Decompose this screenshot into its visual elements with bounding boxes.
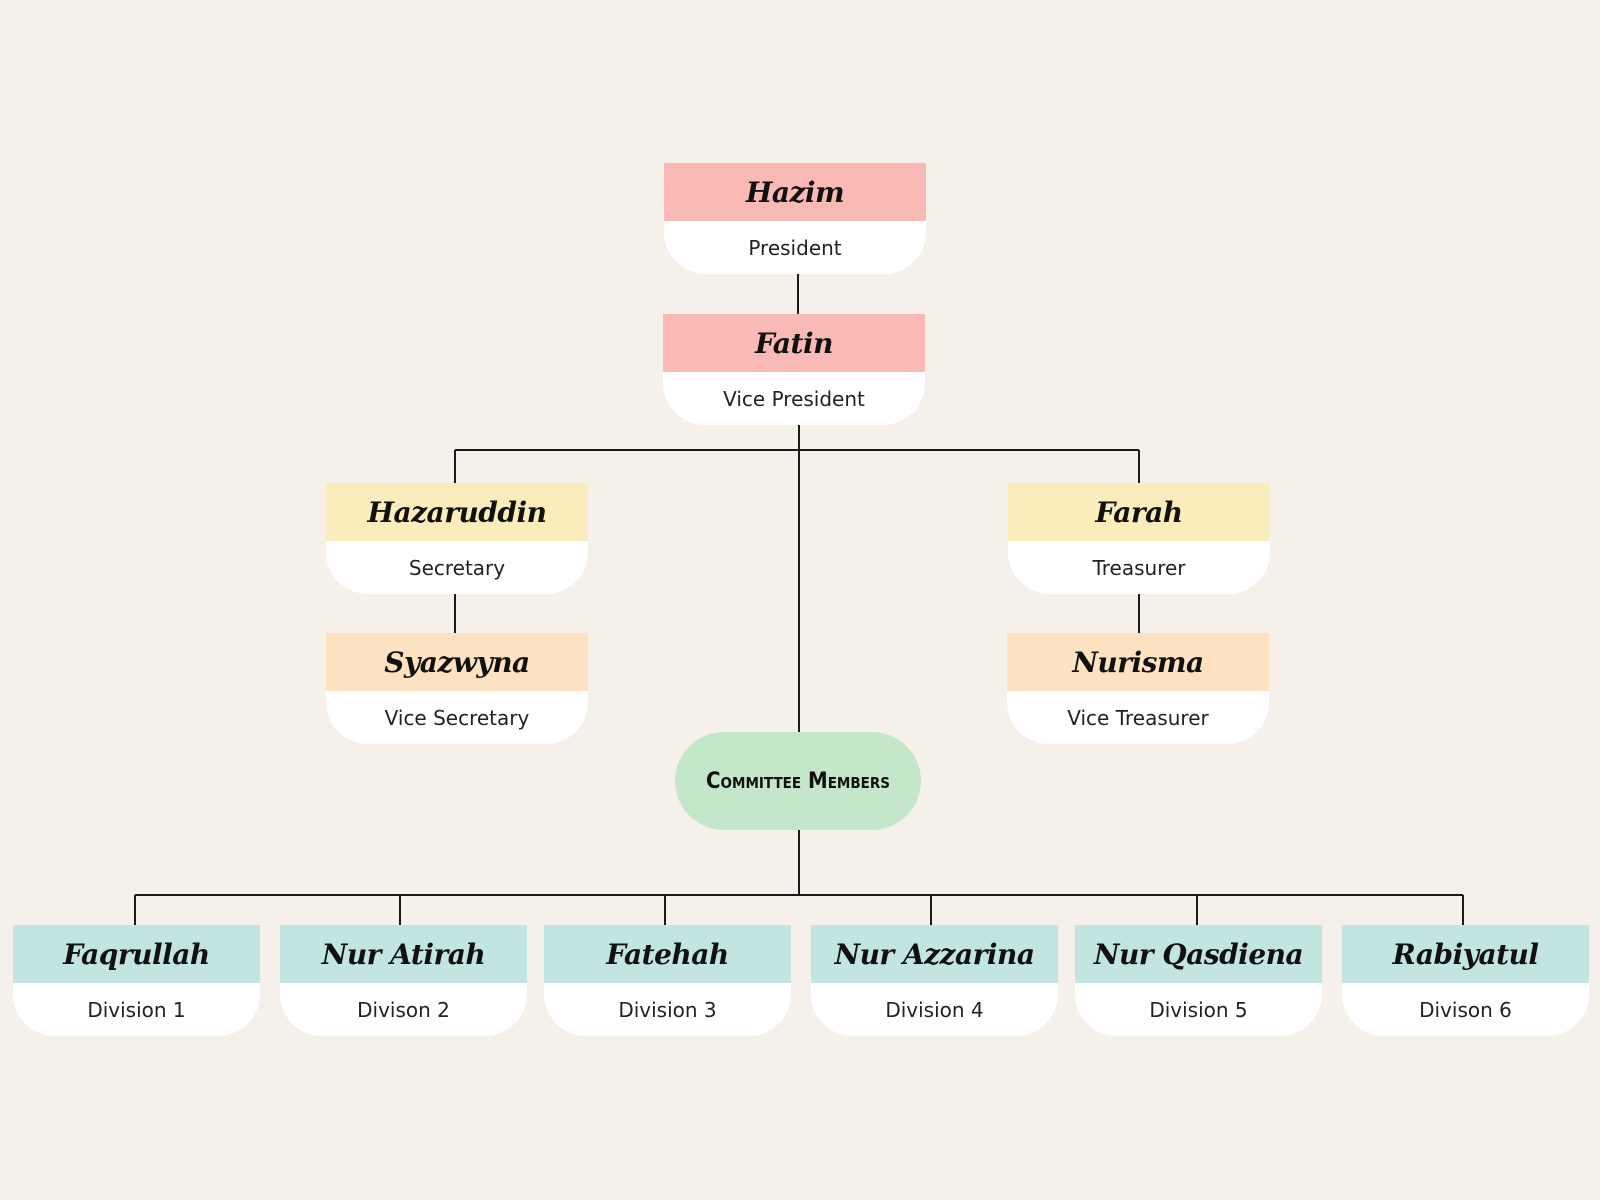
committee-members-node: Committee Members bbox=[675, 732, 921, 830]
vice-secretary-card: Syazwyna Vice Secretary bbox=[326, 633, 588, 744]
division-card-3: Fatehah Division 3 bbox=[544, 925, 791, 1036]
vice-treasurer-name: Nurisma bbox=[1007, 633, 1269, 691]
secretary-name: Hazaruddin bbox=[326, 483, 588, 541]
division-2-role: Divison 2 bbox=[280, 983, 527, 1036]
vice-secretary-name: Syazwyna bbox=[326, 633, 588, 691]
division-5-name: Nur Qasdiena bbox=[1075, 925, 1322, 983]
division-card-5: Nur Qasdiena Division 5 bbox=[1075, 925, 1322, 1036]
division-1-name: Faqrullah bbox=[13, 925, 260, 983]
division-1-role: Division 1 bbox=[13, 983, 260, 1036]
division-3-role: Division 3 bbox=[544, 983, 791, 1036]
division-card-4: Nur Azzarina Division 4 bbox=[811, 925, 1058, 1036]
division-2-name: Nur Atirah bbox=[280, 925, 527, 983]
division-3-name: Fatehah bbox=[544, 925, 791, 983]
vice-secretary-role: Vice Secretary bbox=[326, 691, 588, 744]
president-role: President bbox=[664, 221, 926, 274]
vice-president-role: Vice President bbox=[663, 372, 925, 425]
vice-treasurer-card: Nurisma Vice Treasurer bbox=[1007, 633, 1269, 744]
secretary-card: Hazaruddin Secretary bbox=[326, 483, 588, 594]
division-6-role: Divison 6 bbox=[1342, 983, 1589, 1036]
division-4-role: Division 4 bbox=[811, 983, 1058, 1036]
division-6-name: Rabiyatul bbox=[1342, 925, 1589, 983]
treasurer-name: Farah bbox=[1008, 483, 1270, 541]
vice-treasurer-role: Vice Treasurer bbox=[1007, 691, 1269, 744]
division-4-name: Nur Azzarina bbox=[811, 925, 1058, 983]
division-card-1: Faqrullah Division 1 bbox=[13, 925, 260, 1036]
president-name: Hazim bbox=[664, 163, 926, 221]
secretary-role: Secretary bbox=[326, 541, 588, 594]
treasurer-card: Farah Treasurer bbox=[1008, 483, 1270, 594]
president-card: Hazim President bbox=[664, 163, 926, 274]
division-card-6: Rabiyatul Divison 6 bbox=[1342, 925, 1589, 1036]
vice-president-card: Fatin Vice President bbox=[663, 314, 925, 425]
treasurer-role: Treasurer bbox=[1008, 541, 1270, 594]
division-5-role: Division 5 bbox=[1075, 983, 1322, 1036]
division-card-2: Nur Atirah Divison 2 bbox=[280, 925, 527, 1036]
vice-president-name: Fatin bbox=[663, 314, 925, 372]
